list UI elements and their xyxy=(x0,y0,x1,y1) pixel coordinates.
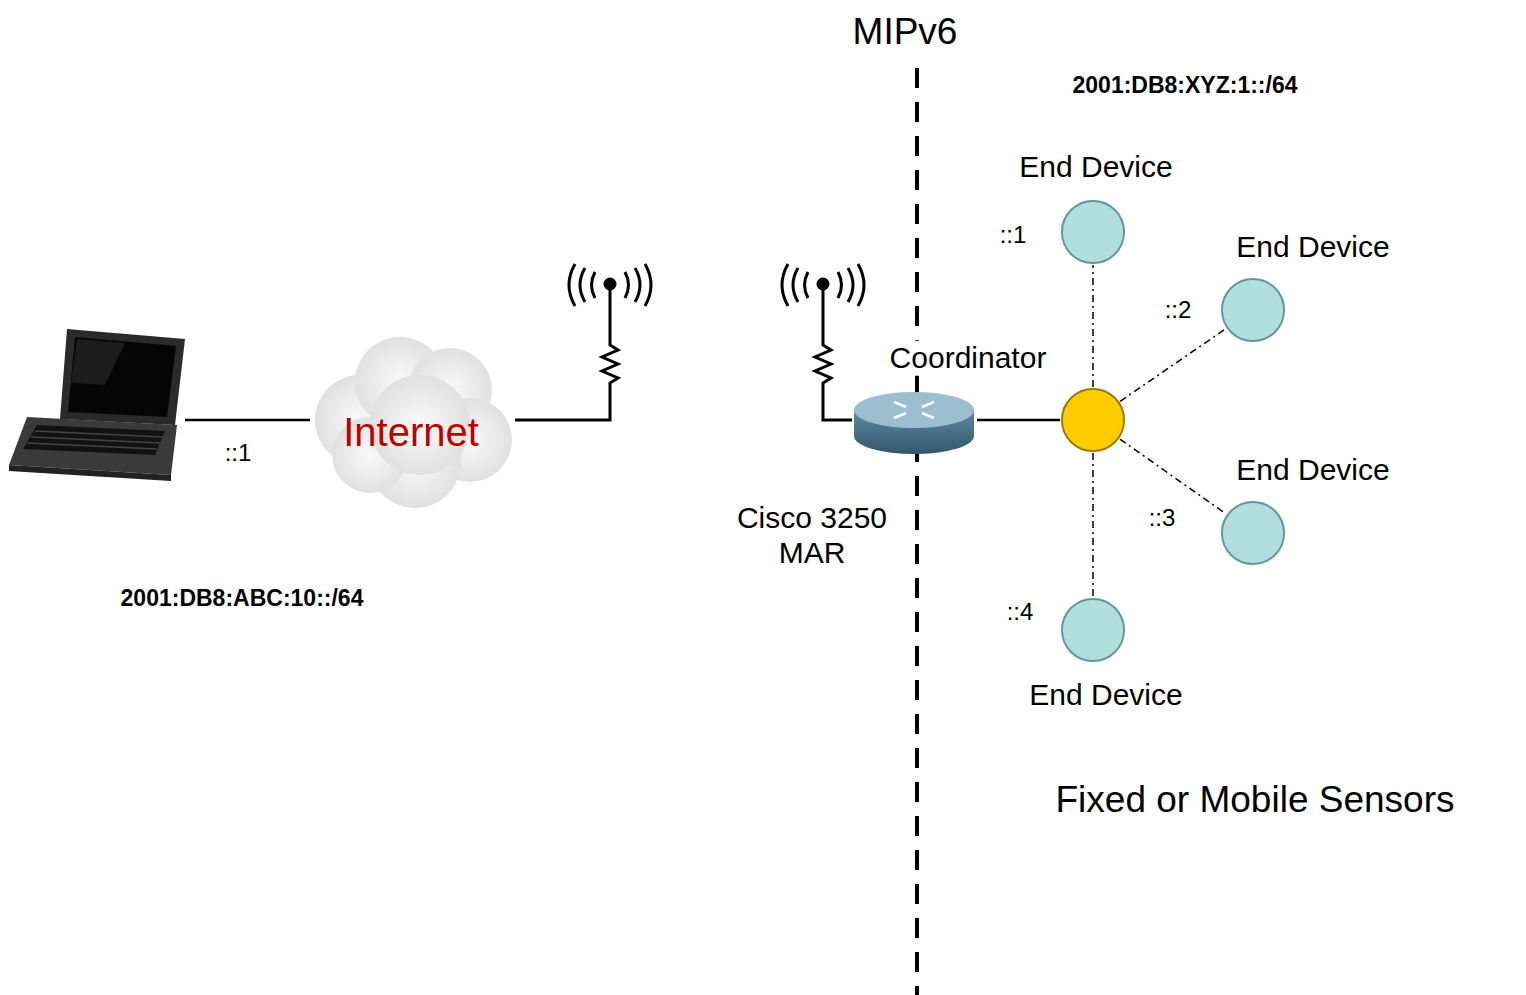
domain-divider xyxy=(915,68,919,995)
address-label: ::3 xyxy=(1149,504,1176,532)
laptop-icon xyxy=(5,325,185,485)
router: Cisco 3250 MAR xyxy=(852,390,977,456)
circle-shape xyxy=(1060,597,1126,663)
subnet-label: 2001:DB8:XYZ:1::/64 xyxy=(1073,72,1298,98)
subnet-label: 2001:DB8:ABC:10::/64 xyxy=(121,585,364,611)
internet-cloud: Internet xyxy=(310,330,515,510)
circle-shape xyxy=(1060,387,1126,453)
address-label: ::2 xyxy=(1165,296,1192,324)
circle-shape xyxy=(1060,199,1126,265)
end-device: End Device::1 xyxy=(1060,199,1126,265)
device-label: End Device xyxy=(1236,230,1389,265)
address-label: ::1 xyxy=(1000,221,1027,249)
device-label: End Device xyxy=(1236,453,1389,488)
wireless-link xyxy=(1092,265,1094,387)
device-label: End Device xyxy=(1019,150,1172,185)
antenna-right xyxy=(782,264,864,420)
router-label: Cisco 3250 MAR xyxy=(725,501,900,570)
end-device: End Device::4 xyxy=(1060,597,1126,663)
address-label: ::1 xyxy=(225,439,252,467)
device-label: End Device xyxy=(1029,678,1182,713)
end-device: End Device::3 xyxy=(1220,500,1286,566)
circle-shape xyxy=(1220,277,1286,343)
wired-link xyxy=(185,419,310,422)
coordinator-label: Coordinator xyxy=(887,341,1050,376)
wired-link xyxy=(977,419,1060,422)
coordinator-node: Coordinator xyxy=(1060,387,1126,453)
wireless-link xyxy=(1092,453,1094,597)
laptop: ::1 xyxy=(5,325,185,485)
antenna-left xyxy=(515,264,651,420)
end-device: End Device::2 xyxy=(1220,277,1286,343)
address-label: ::4 xyxy=(1007,598,1034,626)
wireless-link xyxy=(1120,329,1226,402)
cloud-label: Internet xyxy=(343,409,479,455)
router-icon xyxy=(852,390,977,456)
wireless-link xyxy=(1120,439,1226,514)
caption-note: Fixed or Mobile Sensors xyxy=(1056,779,1455,822)
circle-shape xyxy=(1220,500,1286,566)
diagram-title: MIPv6 xyxy=(853,11,958,54)
